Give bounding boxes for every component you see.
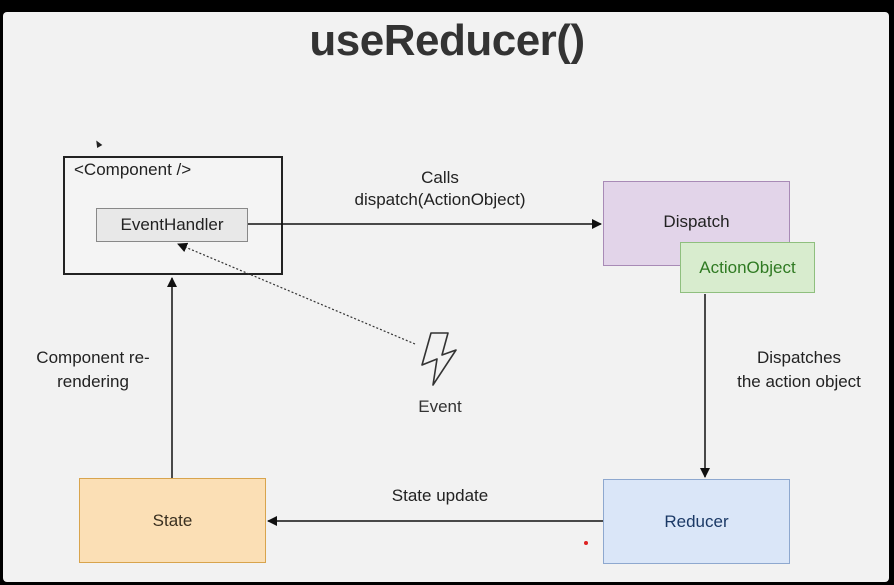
state-node: State xyxy=(79,478,266,563)
calls-label-line1: Calls xyxy=(421,168,459,187)
calls-edge-label: Calls dispatch(ActionObject) xyxy=(300,167,580,211)
reducer-node: Reducer xyxy=(603,479,790,564)
dispatches-edge-label: Dispatches the action object xyxy=(724,346,874,394)
event-label: Event xyxy=(418,397,462,416)
rerender-label-line2: rendering xyxy=(57,372,129,391)
laser-pointer-dot xyxy=(584,541,588,545)
slide-title: useReducer() xyxy=(309,16,585,65)
component-label: <Component /> xyxy=(74,160,192,179)
state-update-edge-label: State update xyxy=(391,486,489,505)
rerender-edge-label: Component re- rendering xyxy=(18,346,168,394)
dispatches-label-line2: the action object xyxy=(737,372,861,391)
event-handler-node: EventHandler xyxy=(96,208,248,242)
action-object-node: ActionObject xyxy=(680,242,815,293)
dispatches-label-line1: Dispatches xyxy=(756,348,842,367)
rerender-label-line1: Component re- xyxy=(36,348,150,367)
calls-label-line2: dispatch(ActionObject) xyxy=(354,190,526,209)
